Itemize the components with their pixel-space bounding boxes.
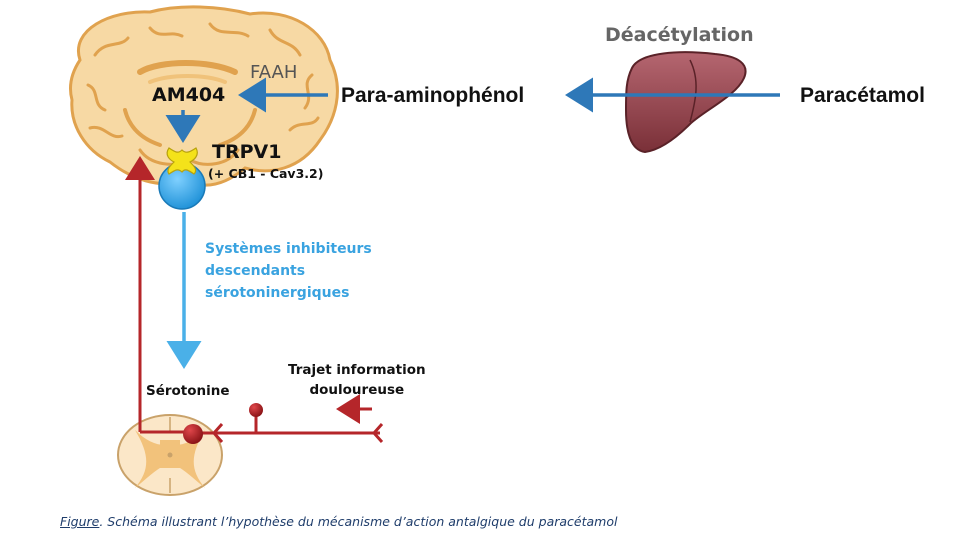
serotonin-synapse-small (249, 403, 263, 417)
inhibitory-line-2: descendants (205, 263, 306, 279)
serotonine-label: Sérotonine (146, 383, 230, 399)
serotonin-synapse-large (183, 424, 203, 444)
liver-illustration (624, 51, 747, 154)
pain-pathway-line-2: douloureuse (309, 382, 405, 398)
paracetamol-label: Paracétamol (800, 84, 925, 107)
deacetylation-label: Déacétylation (605, 24, 754, 46)
trpv1-receptor (166, 147, 198, 175)
fiber-terminal-left (211, 423, 224, 443)
figure-label: Figure (60, 514, 100, 529)
inhibitory-line-1: Systèmes inhibiteurs (205, 241, 372, 257)
paraaminophenol-label: Para-aminophénol (341, 84, 525, 107)
inhibitory-systems-label: Systèmes inhibiteurs descendants séroton… (205, 238, 372, 304)
trpv1-label: TRPV1 (212, 141, 282, 163)
fiber-terminal-right (371, 423, 384, 443)
brain-illustration (68, 5, 339, 187)
spinal-cord-illustration (117, 414, 223, 496)
am404-label: AM404 (152, 84, 226, 106)
trpv1-sub-label: (+ CB1 - Cav3.2) (208, 166, 324, 181)
faah-label: FAAH (250, 62, 298, 83)
figure-caption-text: . Schéma illustrant l’hypothèse du mécan… (99, 514, 618, 529)
pain-pathway-label: Trajet information douloureuse (288, 360, 426, 400)
figure-caption: Figure. Schéma illustrant l’hypothèse du… (60, 514, 617, 529)
inhibitory-line-3: sérotoninergiques (205, 285, 350, 301)
pain-pathway-line-1: Trajet information (288, 362, 426, 378)
